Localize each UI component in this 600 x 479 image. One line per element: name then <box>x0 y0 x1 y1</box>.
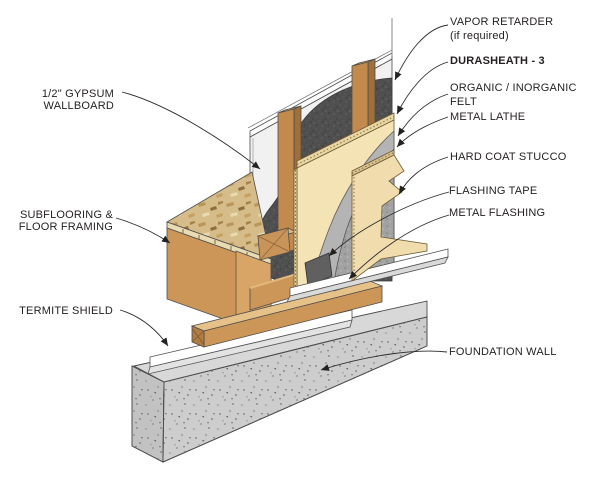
leader-metal-lathe <box>396 116 449 148</box>
hard-coat-stucco-shape <box>351 149 428 282</box>
callout-subflooring: SUBFLOORING & FLOOR FRAMING <box>13 209 113 233</box>
callout-durasheath: DURASHEATH - 3 <box>450 55 545 67</box>
callout-vapor-retarder-line2: (if required) <box>450 30 509 42</box>
leader-flashing-tape <box>328 191 450 257</box>
leader-gypsum <box>121 91 261 170</box>
callout-hard-coat-stucco: HARD COAT STUCCO <box>450 151 567 163</box>
flashing-tape-shape <box>304 252 333 287</box>
leader-termite <box>119 309 169 347</box>
callout-gypsum-wallboard: 1/2" GYPSUM WALLBOARD <box>14 88 114 112</box>
leader-durasheath <box>396 61 449 115</box>
leader-vapor-retarder <box>394 24 449 81</box>
callout-organic-felt-line2: FELT <box>450 96 477 108</box>
callout-termite-shield: TERMITE SHIELD <box>19 305 113 317</box>
metal-flashing-shape <box>286 248 449 303</box>
callout-organic-felt: ORGANIC / INORGANIC FELT <box>450 81 577 109</box>
callout-subflooring-line1: SUBFLOORING & <box>19 209 113 221</box>
callout-metal-flashing: METAL FLASHING <box>449 207 546 219</box>
callout-subflooring-line2: FLOOR FRAMING <box>18 221 113 233</box>
leader-metal-flashing <box>348 214 450 280</box>
callout-vapor-retarder-line1: VAPOR RETARDER <box>450 16 554 28</box>
blocking-shape <box>256 227 298 261</box>
leader-felt <box>397 93 449 137</box>
callout-vapor-retarder: VAPOR RETARDER (if required) <box>450 15 553 43</box>
callout-gypsum-line1: 1/2" GYPSUM <box>41 88 114 100</box>
leader-foundation <box>320 350 448 371</box>
callout-gypsum-line2: WALLBOARD <box>43 100 114 112</box>
callout-organic-felt-line1: ORGANIC / INORGANIC <box>450 82 577 94</box>
leader-stucco <box>398 156 449 195</box>
leader-subflooring <box>115 217 171 244</box>
callout-foundation-wall: FOUNDATION WALL <box>449 346 557 358</box>
callout-flashing-tape: FLASHING TAPE <box>449 185 538 197</box>
leader-lines <box>115 24 450 371</box>
callout-metal-lathe: METAL LATHE <box>450 111 526 123</box>
